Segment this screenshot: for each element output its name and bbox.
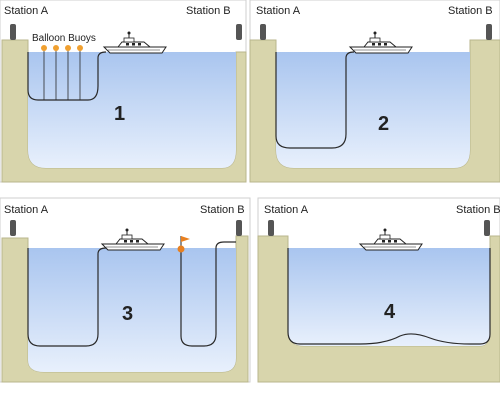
panel-1: Station A Station B Balloon Buoys 1 bbox=[0, 0, 247, 183]
cable-1 bbox=[27, 51, 107, 101]
station-a-label: Station A bbox=[4, 204, 49, 216]
cable-4 bbox=[287, 248, 491, 345]
cable-3-left bbox=[27, 247, 107, 347]
panel-2: Station A Station B 2 bbox=[249, 0, 500, 183]
station-a-post-2 bbox=[260, 24, 266, 40]
station-a-post-3 bbox=[10, 220, 16, 236]
panel-number: 2 bbox=[378, 113, 389, 135]
buoy-icon bbox=[65, 45, 71, 51]
station-b-label: Station B bbox=[456, 204, 500, 216]
water-2 bbox=[276, 52, 470, 168]
panel-number: 3 bbox=[122, 303, 133, 325]
station-b-post-3 bbox=[236, 220, 242, 236]
station-a-label: Station A bbox=[256, 5, 301, 17]
station-a-post-4 bbox=[268, 220, 274, 236]
panel-4: Station A Station B 4 bbox=[257, 197, 500, 383]
balloon-buoys-label: Balloon Buoys bbox=[32, 33, 96, 44]
station-b-post-2 bbox=[486, 24, 492, 40]
panel-3: Station A Station B 3 bbox=[0, 197, 251, 383]
station-a-label: Station A bbox=[264, 204, 309, 216]
water-3 bbox=[28, 248, 236, 372]
station-a-label: Station A bbox=[4, 5, 49, 17]
station-b-label: Station B bbox=[448, 5, 493, 17]
panel-number: 1 bbox=[114, 103, 125, 125]
buoy-icon bbox=[77, 45, 83, 51]
cable-3-right bbox=[180, 241, 236, 347]
marker-buoy-icon bbox=[177, 245, 185, 253]
station-b-label: Station B bbox=[186, 5, 231, 17]
station-b-post-4 bbox=[484, 220, 490, 236]
station-b-post-1 bbox=[236, 24, 242, 40]
flag-icon bbox=[181, 236, 190, 242]
cable-2 bbox=[275, 51, 355, 149]
buoy-icon bbox=[41, 45, 47, 51]
station-b-label: Station B bbox=[200, 204, 245, 216]
panel-number: 4 bbox=[384, 301, 396, 323]
water-4 bbox=[288, 248, 490, 346]
water-1 bbox=[28, 52, 236, 168]
buoys bbox=[41, 45, 83, 100]
station-a-post-1 bbox=[10, 24, 16, 40]
buoy-icon bbox=[53, 45, 59, 51]
